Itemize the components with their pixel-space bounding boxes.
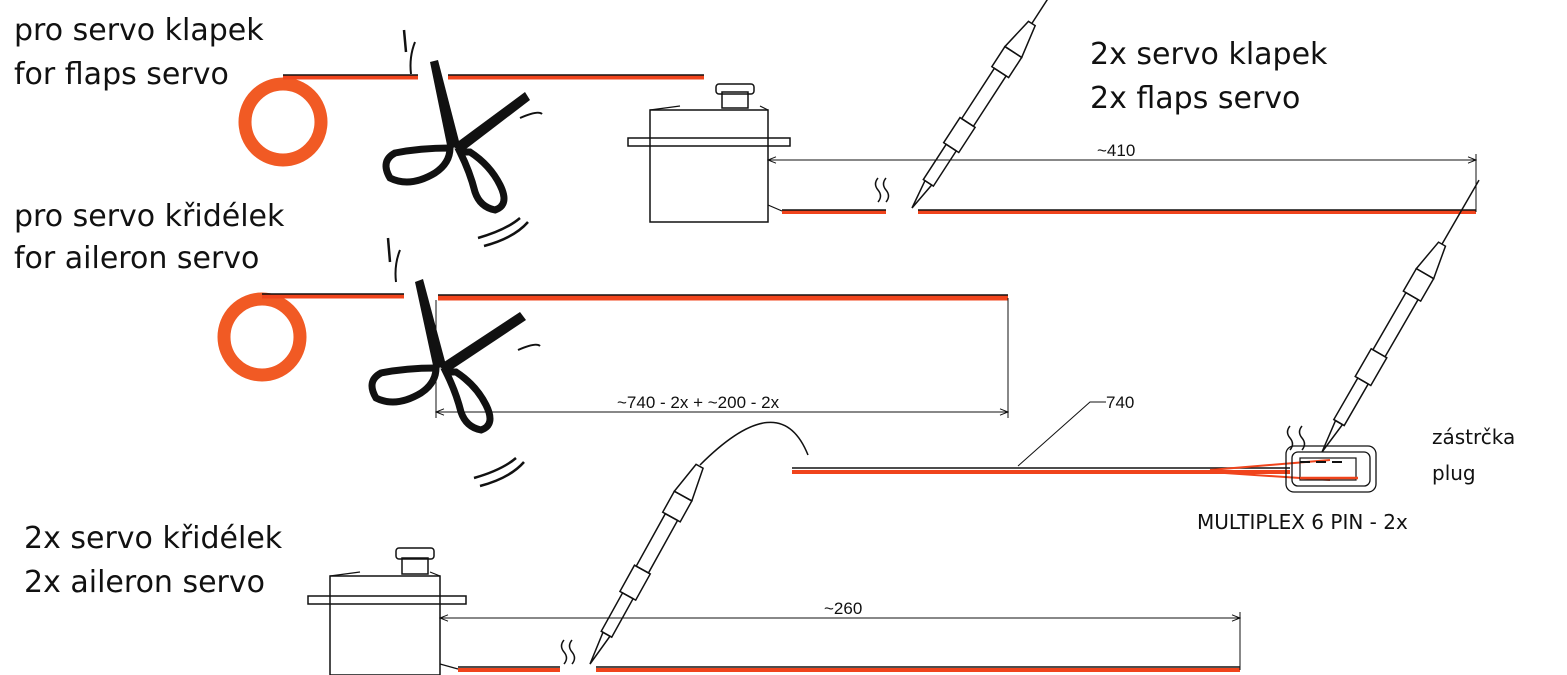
- smoke-icon: [874, 177, 890, 203]
- smoke-icon-bottom: [560, 639, 576, 665]
- cable-length-label: 740: [1106, 393, 1134, 412]
- scissors-icon: [382, 29, 543, 248]
- flaps-servo-wire: [782, 209, 1476, 214]
- dimension-flaps: ~410: [768, 141, 1476, 212]
- cable-coil-aileron: [217, 292, 404, 382]
- dimension-flaps-label: ~410: [1097, 141, 1135, 160]
- soldering-iron-icon-3: [589, 463, 704, 665]
- dimension-aileron-label: ~740 - 2x + ~200 - 2x: [617, 393, 780, 412]
- top-right-en-label: 2x flaps servo: [1090, 81, 1300, 116]
- aileron-cz-label: pro servo křidélek: [14, 199, 285, 234]
- bottom-left-cz-label: 2x servo křidélek: [24, 521, 283, 556]
- aileron-en-label: for aileron servo: [14, 241, 259, 276]
- cable-coil-flaps: [238, 74, 418, 167]
- soldering-iron-icon-2: [1321, 179, 1480, 453]
- dimension-aileron: ~740 - 2x + ~200 - 2x: [436, 298, 1008, 418]
- soldering-iron-cord: [699, 421, 809, 466]
- multiplex-plug: [1285, 445, 1377, 493]
- plug-cz-label: zástrčka: [1432, 425, 1515, 449]
- aileron-servo: [307, 547, 467, 675]
- dimension-aileron-servo-label: ~260: [824, 599, 862, 618]
- aileron-servo-wire: [458, 666, 1240, 672]
- flaps-servo: [627, 83, 791, 223]
- scissors-icon-2: [368, 237, 541, 488]
- connector-label: MULTIPLEX 6 PIN - 2x: [1197, 510, 1408, 534]
- soldering-iron-icon: [911, 0, 1049, 209]
- smoke-icon-plug: [1286, 425, 1306, 451]
- bottom-left-en-label: 2x aileron servo: [24, 565, 265, 600]
- top-right-cz-label: 2x servo klapek: [1090, 37, 1328, 72]
- leader-740: 740: [1017, 393, 1134, 467]
- dimension-aileron-servo: ~260: [440, 599, 1240, 670]
- wire-flaps-cut: [448, 74, 704, 80]
- flaps-cz-label: pro servo klapek: [14, 13, 264, 48]
- cable-to-plug: [792, 459, 1331, 481]
- plug-en-label: plug: [1432, 461, 1476, 485]
- wire-aileron-cut: [438, 294, 1008, 301]
- flaps-en-label: for flaps servo: [14, 57, 229, 92]
